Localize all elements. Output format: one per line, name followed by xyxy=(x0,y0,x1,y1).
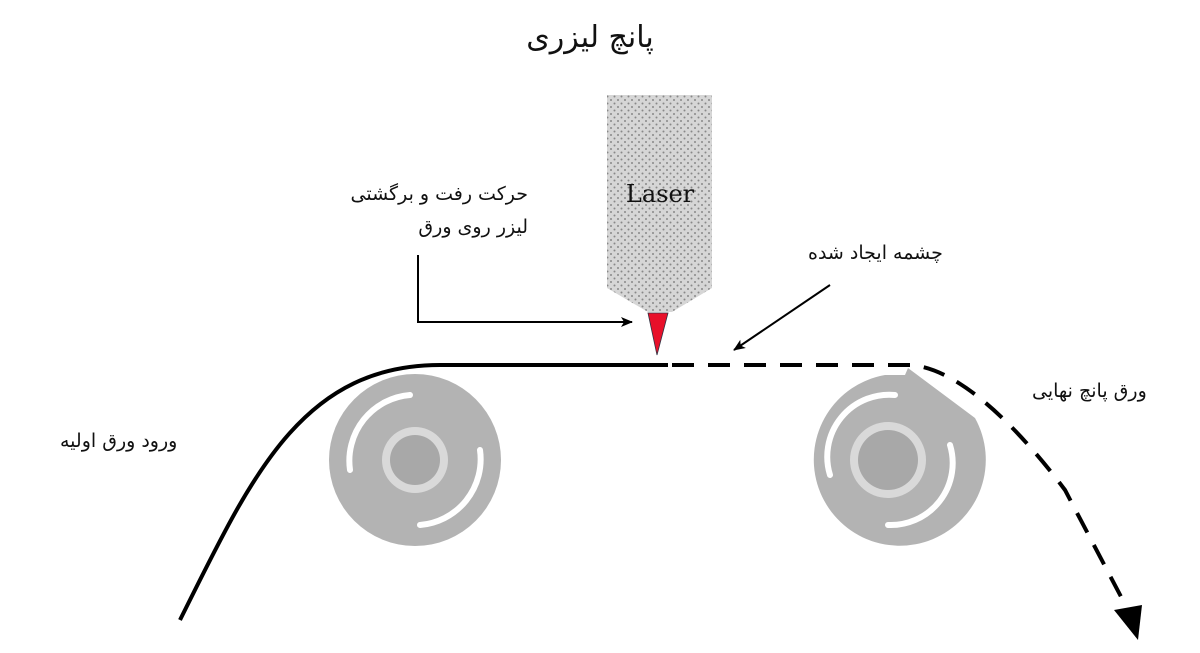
sheet-entry-label: ورود ورق اولیه xyxy=(60,430,178,452)
diagram-title: پانچ لیزری xyxy=(526,20,654,55)
left-roller xyxy=(329,374,501,546)
final-sheet-label: ورق پانچ نهایی xyxy=(1032,380,1147,402)
incoming-sheet xyxy=(178,363,668,621)
motion-label-line1: حرکت رفت و برگشتی xyxy=(350,183,528,205)
motion-label: حرکت رفت و برگشتی لیزر روی ورق xyxy=(351,178,528,244)
hole-label: چشمه ایجاد شده xyxy=(808,242,943,264)
laser-beam-tip xyxy=(647,312,669,356)
right-roller xyxy=(813,368,986,546)
motion-arrow xyxy=(417,255,633,327)
laser-head xyxy=(607,95,712,356)
motion-label-line2: لیزر روی ورق xyxy=(418,216,528,238)
sheet-arrowhead xyxy=(1114,605,1142,640)
hole-arrow xyxy=(733,284,831,351)
punched-sheet xyxy=(672,363,1130,611)
laser-label: Laser xyxy=(625,180,695,208)
